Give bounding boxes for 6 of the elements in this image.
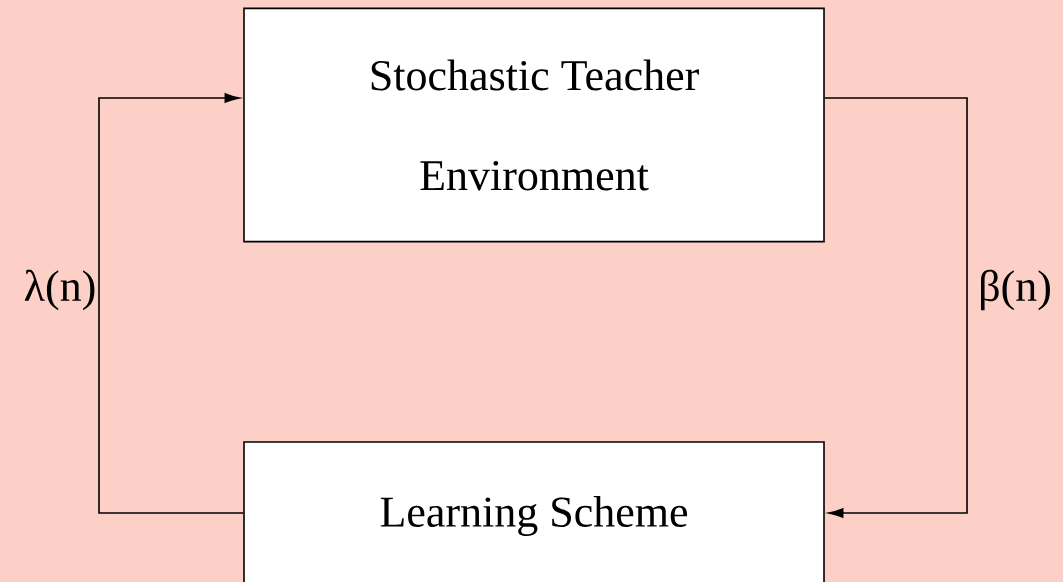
arrow xyxy=(98,93,244,514)
process-box: Stochastic Teacher Environment xyxy=(243,7,825,243)
edge-label: β(n) xyxy=(981,269,1050,311)
arrow xyxy=(824,97,968,518)
edge-label: λ(n) xyxy=(24,269,95,311)
process-box: Learning Scheme xyxy=(243,441,825,582)
